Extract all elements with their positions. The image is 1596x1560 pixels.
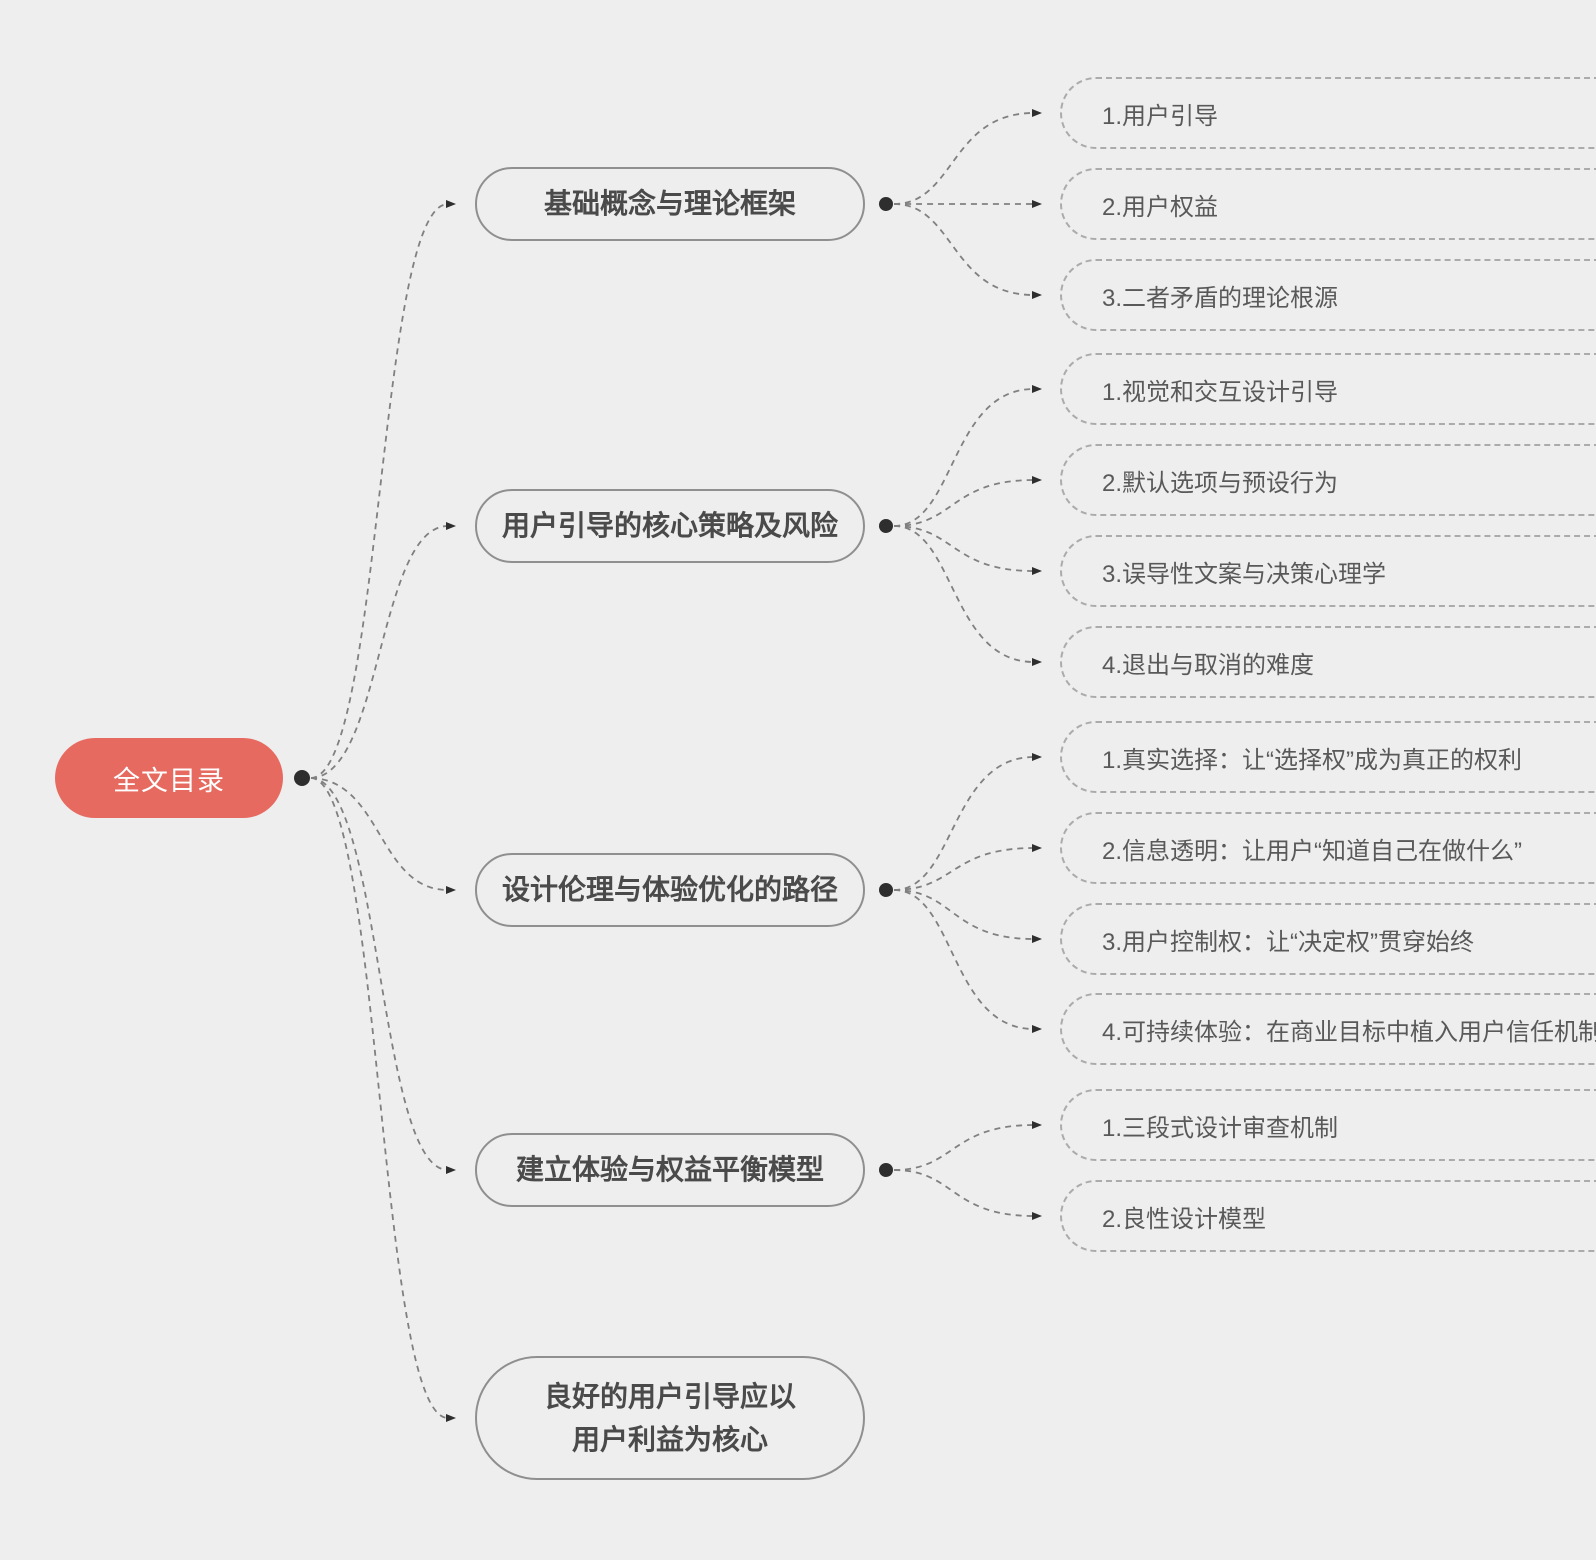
- connector-b2-c4: [893, 525, 1042, 666]
- branch-node-4[interactable]: 建立体验与权益平衡模型: [475, 1133, 865, 1207]
- branch-node-1[interactable]: 基础概念与理论框架: [475, 167, 865, 241]
- child-node-4-2[interactable]: 2.良性设计模型: [1060, 1180, 1596, 1252]
- branch-4-connector-dot: [879, 1163, 893, 1177]
- child-node-1-3[interactable]: 3.二者矛盾的理论根源: [1060, 259, 1596, 331]
- connector-b1-c1: [893, 109, 1042, 205]
- branch-2-connector-dot: [879, 519, 893, 533]
- connector-b4-c1: [893, 1121, 1042, 1171]
- child-node-3-1[interactable]: 1.真实选择：让“选择权”成为真正的权利: [1060, 721, 1596, 793]
- child-node-2-2[interactable]: 2.默认选项与预设行为: [1060, 444, 1596, 516]
- root-node[interactable]: 全文目录: [55, 738, 283, 818]
- branch-1-connector-dot: [879, 197, 893, 211]
- connector-root-branch-2: [310, 522, 456, 779]
- connector-root-branch-3: [310, 777, 456, 894]
- branch-node-5[interactable]: 良好的用户引导应以 用户利益为核心: [475, 1356, 865, 1480]
- root-connector-dot: [294, 770, 310, 786]
- child-node-3-4[interactable]: 4.可持续体验：在商业目标中植入用户信任机制: [1060, 993, 1596, 1065]
- child-node-2-1[interactable]: 1.视觉和交互设计引导: [1060, 353, 1596, 425]
- connector-b2-c1: [893, 385, 1042, 527]
- connector-b3-c1: [893, 753, 1042, 891]
- connector-b1-c3: [893, 203, 1042, 299]
- connector-b4-c2: [893, 1169, 1042, 1220]
- connector-root-branch-5: [310, 777, 456, 1422]
- child-node-4-1[interactable]: 1.三段式设计审查机制: [1060, 1089, 1596, 1161]
- child-node-3-3[interactable]: 3.用户控制权：让“决定权”贯穿始终: [1060, 903, 1596, 975]
- child-node-3-2[interactable]: 2.信息透明：让用户“知道自己在做什么”: [1060, 812, 1596, 884]
- branch-3-connector-dot: [879, 883, 893, 897]
- connector-b3-c3: [893, 889, 1042, 943]
- child-node-2-4[interactable]: 4.退出与取消的难度: [1060, 626, 1596, 698]
- connector-b3-c4: [893, 889, 1042, 1033]
- child-node-2-3[interactable]: 3.误导性文案与决策心理学: [1060, 535, 1596, 607]
- branch-node-2[interactable]: 用户引导的核心策略及风险: [475, 489, 865, 563]
- connector-root-branch-4: [310, 777, 456, 1174]
- branch-node-3[interactable]: 设计伦理与体验优化的路径: [475, 853, 865, 927]
- connector-b2-c2: [893, 476, 1042, 527]
- child-node-1-1[interactable]: 1.用户引导: [1060, 77, 1596, 149]
- connector-b3-c2: [893, 844, 1042, 891]
- child-node-1-2[interactable]: 2.用户权益: [1060, 168, 1596, 240]
- connector-root-branch-1: [310, 200, 456, 779]
- connector-b2-c3: [893, 525, 1042, 575]
